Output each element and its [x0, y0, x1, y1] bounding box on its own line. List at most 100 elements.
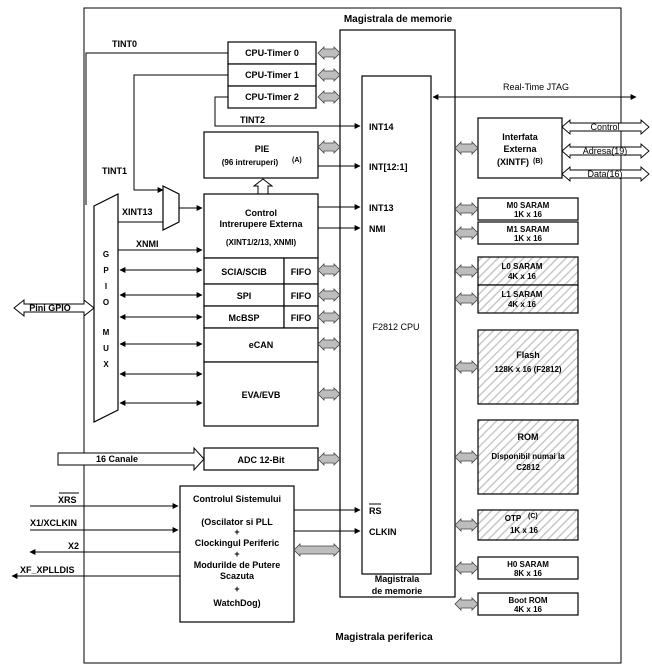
xintf-line3: (XINTF)	[497, 157, 529, 167]
bus-arrow-sysctl	[293, 543, 341, 557]
tint2-label: TINT2	[240, 115, 265, 125]
boot-rom-name: Boot ROM	[508, 596, 547, 605]
magistrala-memorie-bottom-label-2: de memorie	[372, 586, 423, 596]
system-line-3: Clockingul Periferic	[195, 538, 280, 548]
ecan-label: eCAN	[249, 340, 274, 350]
cpu-label: F2812 CPU	[372, 322, 419, 332]
gpio-mux-letter-4: O	[103, 298, 109, 307]
bus-arrow-l1	[454, 292, 479, 306]
rs-label: RS	[369, 506, 382, 516]
eva-evb-block	[203, 361, 319, 427]
cpu-block	[361, 75, 432, 575]
rom-line1: Disponibil numai la	[491, 452, 565, 461]
scia-fifo-label: FIFO	[291, 267, 312, 277]
m1-saram-name: M1 SARAM	[507, 225, 550, 234]
bus-arrows	[293, 46, 479, 611]
bus-arrow-timer0	[317, 46, 341, 60]
magistrala-periferica-label: Magistrala periferica	[335, 632, 433, 643]
spi-fifo-label: FIFO	[291, 291, 312, 301]
bus-arrow-xintf	[454, 141, 479, 155]
l0-saram-name: L0 SARAM	[502, 262, 543, 271]
x1-xclkin-label: X1/XCLKIN	[30, 518, 77, 528]
pie-note: (A)	[292, 157, 302, 164]
tint0-label: TINT0	[112, 39, 137, 49]
bus-arrow-otp	[454, 518, 479, 532]
outer-frame	[83, 7, 622, 664]
control-to-pie-arrow	[252, 178, 274, 195]
system-line-5: Modurilde de Putere	[194, 560, 281, 570]
gpio-mux-block	[93, 193, 119, 423]
tint1-wire	[133, 74, 228, 193]
magistrala-memorie-bottom-label-1: Magistrala	[375, 574, 421, 584]
bus-arrow-l0	[454, 264, 479, 278]
adc-16-canale-label: 16 Canale	[96, 454, 138, 464]
nmi-label: NMI	[369, 224, 386, 234]
otp-name: OTP	[505, 514, 522, 523]
cpu-timer-0-label: CPU-Timer 0	[245, 48, 299, 58]
xintf-control-arrow	[561, 119, 650, 135]
rom-line2: C2812	[516, 463, 540, 472]
xintf-note: (B)	[533, 158, 543, 165]
bus-arrow-scia	[317, 263, 341, 277]
bus-arrow-timer2	[317, 90, 341, 104]
scia-scib-block	[203, 257, 285, 285]
gpio-mux-letter-3: I	[105, 282, 107, 291]
bus-arrow-mcbsp	[317, 310, 341, 324]
m1-saram-size: 1K x 16	[514, 234, 543, 243]
l1-saram-block	[477, 284, 579, 314]
rom-block	[477, 419, 579, 495]
clkin-label: CLKIN	[369, 527, 397, 537]
control-int-line1: Control	[245, 208, 277, 218]
gpio-mux-letter-2: P	[103, 266, 109, 275]
m0-saram-size: 1K x 16	[514, 210, 543, 219]
l1-saram-size: 4K x 16	[508, 300, 537, 309]
xintf-adresa-label: Adresa(19)	[583, 146, 628, 156]
bus-arrow-m0	[454, 202, 479, 216]
control-int-line3: (XINT1/2/13, XNMI)	[226, 238, 297, 247]
xintf-data-arrow	[561, 166, 650, 182]
cpu-timer-1-label: CPU-Timer 1	[245, 70, 299, 80]
mcbsp-label: McBSP	[228, 313, 259, 323]
bus-arrow-ecan	[317, 337, 341, 351]
xint13-mux	[162, 185, 180, 231]
adc-16-canale-arrow	[57, 446, 205, 472]
magistrala-memorie-top-label: Magistrala de memorie	[344, 14, 453, 25]
int13-label: INT13	[369, 203, 394, 213]
bus-arrow-timer1	[317, 68, 341, 82]
h0-saram-name: H0 SARAM	[507, 560, 549, 569]
xf-xplldis-label: XF_XPLLDIS	[20, 565, 75, 575]
bus-arrow-adc	[317, 452, 341, 466]
system-line-7: +	[234, 584, 239, 594]
xintf-adresa-arrow	[561, 143, 650, 159]
control-intrerupere-block	[203, 193, 319, 259]
ecan-block	[203, 327, 319, 363]
cpu-timer-2-label: CPU-Timer 2	[245, 92, 299, 102]
system-line-2: +	[234, 527, 239, 537]
spi-label: SPI	[237, 291, 252, 301]
xintf-line1: Interfata	[502, 132, 539, 142]
boot-rom-size: 4K x 16	[514, 605, 543, 614]
x2-label: X2	[68, 541, 79, 551]
otp-block	[477, 509, 579, 541]
xintf-control-label: Control	[590, 122, 619, 132]
system-control-title: Controlul Sistemului	[193, 494, 281, 504]
gpio-mux-letter-7: U	[103, 344, 109, 353]
bus-arrow-pie	[317, 140, 341, 154]
pie-subtitle: (96 intreruperi)	[222, 158, 279, 167]
system-control-block	[179, 485, 295, 623]
h0-saram-size: 8K x 16	[514, 569, 543, 578]
realtime-jtag-label: Real-Time JTAG	[503, 82, 569, 92]
flash-block	[477, 329, 579, 405]
system-line-4: +	[234, 549, 239, 559]
bus-arrow-rom	[454, 450, 479, 464]
bus-arrow-spi	[317, 288, 341, 302]
gpio-mux-letter-6: M	[103, 328, 110, 337]
bus-arrow-boot	[454, 597, 479, 611]
xintf-block	[477, 117, 563, 179]
pini-gpio-arrow	[13, 298, 95, 318]
gpio-mux-letter-8: X	[103, 360, 109, 369]
mcbsp-fifo-label: FIFO	[291, 313, 312, 323]
rom-name: ROM	[518, 432, 539, 442]
scia-fifo-block	[283, 257, 319, 285]
bus-arrow-m1	[454, 226, 479, 240]
